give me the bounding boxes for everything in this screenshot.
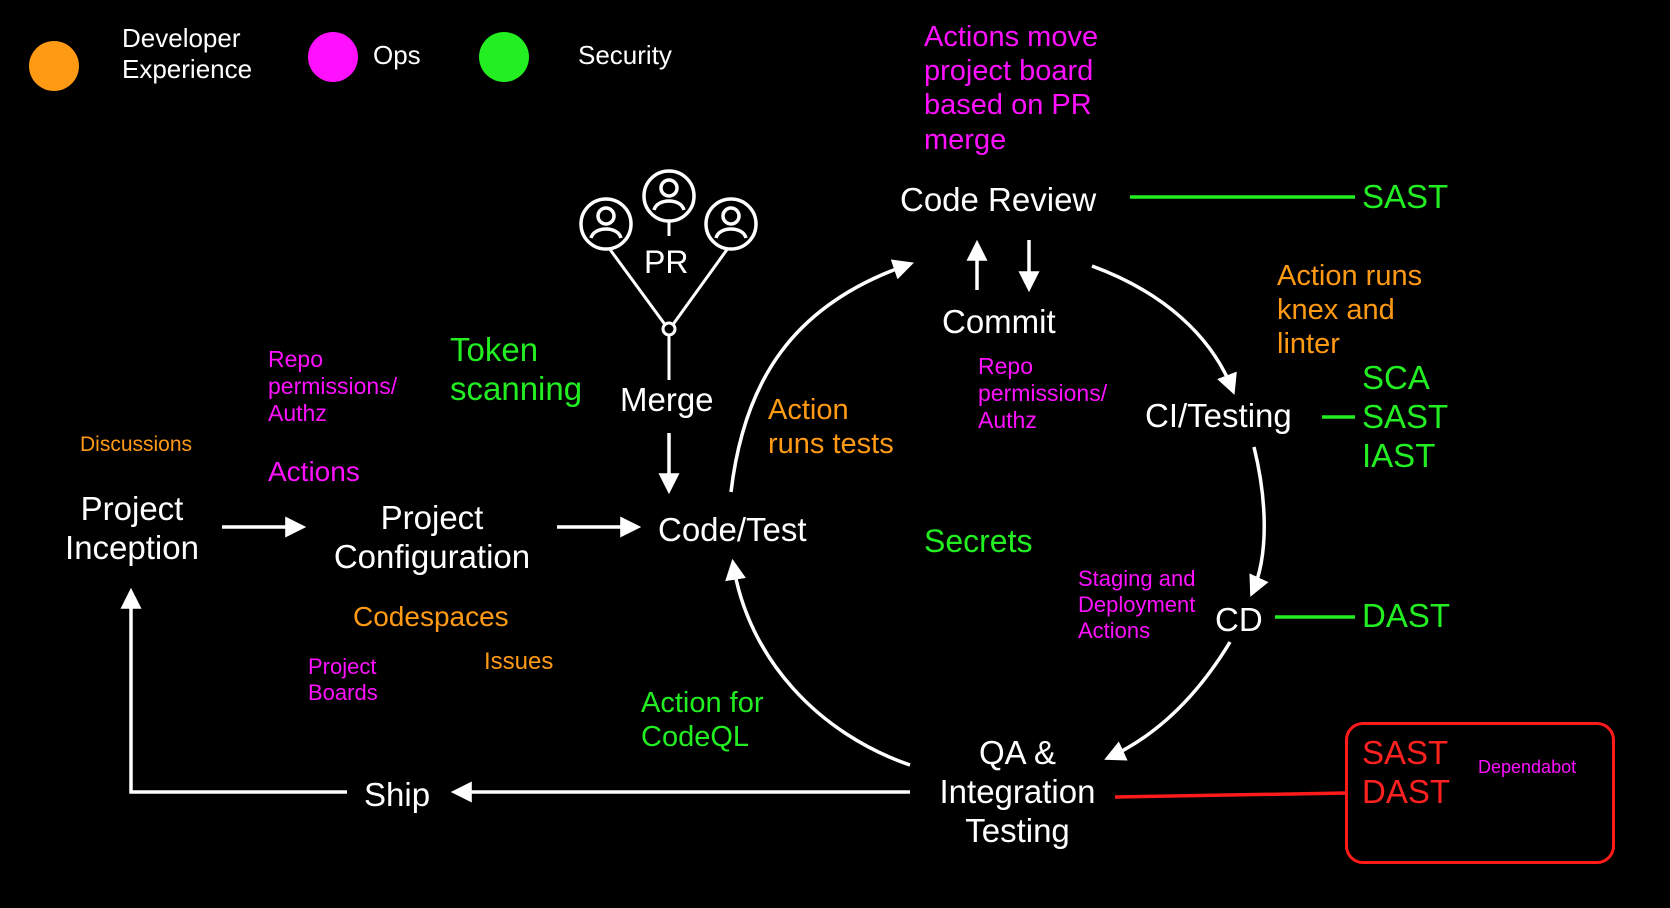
- annotation-actions-left: Actions: [268, 456, 360, 487]
- annotation-codespaces: Codespaces: [353, 601, 509, 632]
- security-qa-sast-dast: SAST DAST: [1362, 734, 1451, 810]
- arrow-ci-to-cd: [1249, 446, 1269, 597]
- node-ci-testing: CI/Testing: [1145, 397, 1292, 434]
- security-ci-sca-sast-iast: SCA SAST IAST: [1362, 359, 1449, 474]
- annotation-project-boards: Project Boards: [308, 654, 378, 705]
- annotation-action-runs-tests: Action runs tests: [768, 394, 894, 461]
- arrow-cd-to-qa: [1104, 641, 1232, 761]
- security-code-review-sast: SAST: [1362, 178, 1449, 215]
- arrow-ship-to-inception: [120, 587, 347, 794]
- arrow-code-review-to-ci: [1091, 264, 1237, 395]
- node-qa-integration-testing: QA & Integration Testing: [939, 734, 1096, 849]
- legend-dot-ops: [308, 32, 358, 82]
- annotation-token-scanning: Token scanning: [450, 331, 583, 407]
- node-commit: Commit: [942, 303, 1056, 340]
- arrow-code-test-to-code-review: [729, 259, 914, 493]
- connector-qa-security-box: [1114, 791, 1348, 799]
- legend-security: Security: [578, 40, 672, 70]
- node-code-review: Code Review: [900, 181, 1097, 218]
- annotation-repo-permissions-left: Repo permissions/ Authz: [268, 346, 398, 427]
- node-project-inception: Project Inception: [65, 490, 199, 566]
- annotation-action-runs-knex-linter: Action runs knex and linter: [1277, 260, 1423, 361]
- annotation-secrets: Secrets: [924, 523, 1033, 559]
- node-code-test: Code/Test: [658, 511, 807, 548]
- qa-security-box: [1345, 722, 1615, 864]
- security-cd-dast: DAST: [1362, 597, 1451, 634]
- node-pr: PR: [644, 244, 689, 280]
- security-dependabot: Dependabot: [1478, 757, 1577, 777]
- annotation-staging-deployment-actions: Staging and Deployment Actions: [1078, 566, 1196, 643]
- pr-reviewers-graphic: [604, 218, 733, 380]
- annotation-discussions: Discussions: [80, 433, 193, 456]
- node-cd: CD: [1215, 601, 1263, 638]
- legend-ops: Ops: [373, 40, 421, 70]
- reviewer-avatar-icon: [579, 197, 633, 251]
- node-merge: Merge: [620, 381, 714, 418]
- annotation-actions-move-project-board: Actions move project board based on PR m…: [924, 21, 1099, 156]
- node-ship: Ship: [364, 776, 431, 813]
- legend-dot-developer-experience: [29, 41, 79, 91]
- annotation-issues: Issues: [484, 648, 554, 675]
- annotation-action-for-codeql: Action for CodeQL: [641, 687, 764, 754]
- node-project-configuration: Project Configuration: [333, 499, 531, 575]
- reviewer-avatar-icon: [704, 197, 758, 251]
- reviewer-avatar-icon: [642, 169, 696, 223]
- legend-developer-experience: Developer Experience: [122, 23, 253, 84]
- arrow-qa-to-code-test: [725, 558, 911, 767]
- annotation-repo-permissions-right: Repo permissions/ Authz: [978, 353, 1108, 434]
- legend-dot-security: [479, 32, 529, 82]
